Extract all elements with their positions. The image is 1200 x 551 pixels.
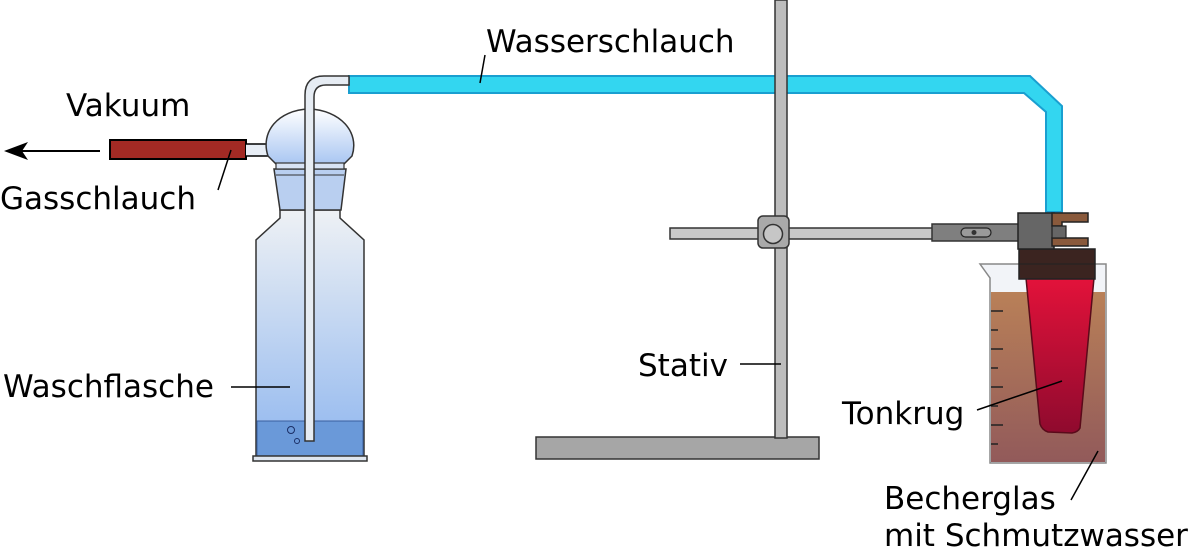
bubble [294,438,300,444]
arrow-left-icon [4,142,100,160]
wash-bottle-base [252,455,368,462]
label-beaker-line1: Becherglas [884,481,1056,517]
leader-gas-hose [217,149,232,191]
leader-water-hose [479,54,486,84]
label-water-hose: Wasserschlauch [486,24,735,60]
label-beaker-line2: mit Schmutzwasser [884,518,1188,551]
leader-clay-jug [976,380,1063,411]
gas-hose [109,139,247,160]
stand-arm [669,227,935,240]
clamp-jaws [1017,212,1089,250]
clay-jug [1025,277,1095,434]
label-wash-bottle: Waschflasche [3,369,214,405]
dip-tube [304,75,350,442]
label-clay-jug: Tonkrug [841,396,964,432]
stand-base [535,436,820,460]
label-gas-hose: Gasschlauch [0,181,196,217]
beaker-graduation [991,310,1003,445]
bubble [287,426,295,434]
boss-screw [762,223,784,245]
label-vacuum: Vakuum [66,88,190,124]
leader-beaker [1070,450,1099,501]
label-stand: Stativ [638,348,728,384]
water-hose [348,75,1063,213]
